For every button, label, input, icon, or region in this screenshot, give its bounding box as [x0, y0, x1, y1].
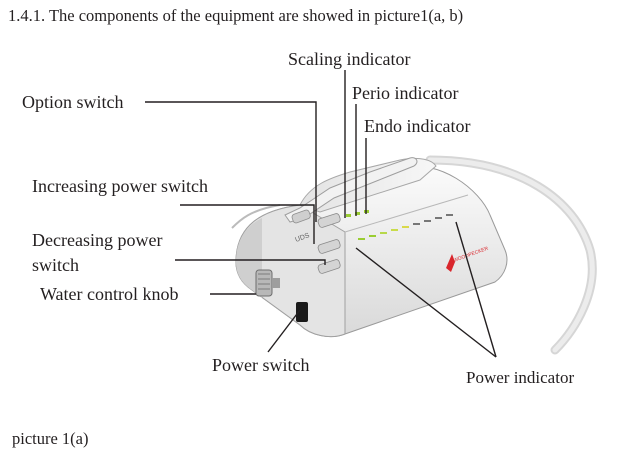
option-switch-button	[317, 213, 341, 228]
handpiece-holder	[299, 157, 437, 213]
label-power-indicator: Power indicator	[466, 368, 575, 387]
scaling-indicator-led	[346, 214, 351, 217]
label-increasing-power-switch: Increasing power switch	[32, 176, 208, 196]
handpiece	[284, 157, 418, 223]
decreasing-power-button	[317, 259, 341, 274]
label-endo-indicator: Endo indicator	[364, 116, 471, 136]
power-switch-rocker	[296, 302, 308, 322]
label-decreasing-power-switch: Decreasing power switch	[32, 230, 163, 275]
increasing-power-button	[317, 239, 341, 254]
label-scaling-indicator: Scaling indicator	[288, 49, 411, 69]
perio-indicator-led	[355, 212, 360, 215]
label-water-control-knob: Water control knob	[40, 284, 179, 304]
power-indicator-bar	[358, 214, 453, 240]
label-option-switch: Option switch	[22, 92, 124, 112]
label-perio-indicator: Perio indicator	[352, 83, 459, 103]
water-control-knob	[255, 269, 280, 297]
handpiece-cable	[231, 204, 281, 229]
section-heading: 1.4.1. The components of the equipment a…	[8, 6, 464, 25]
label-power-switch: Power switch	[212, 355, 310, 375]
figure-caption: picture 1(a)	[12, 429, 89, 448]
model-text: UDS	[294, 232, 311, 244]
